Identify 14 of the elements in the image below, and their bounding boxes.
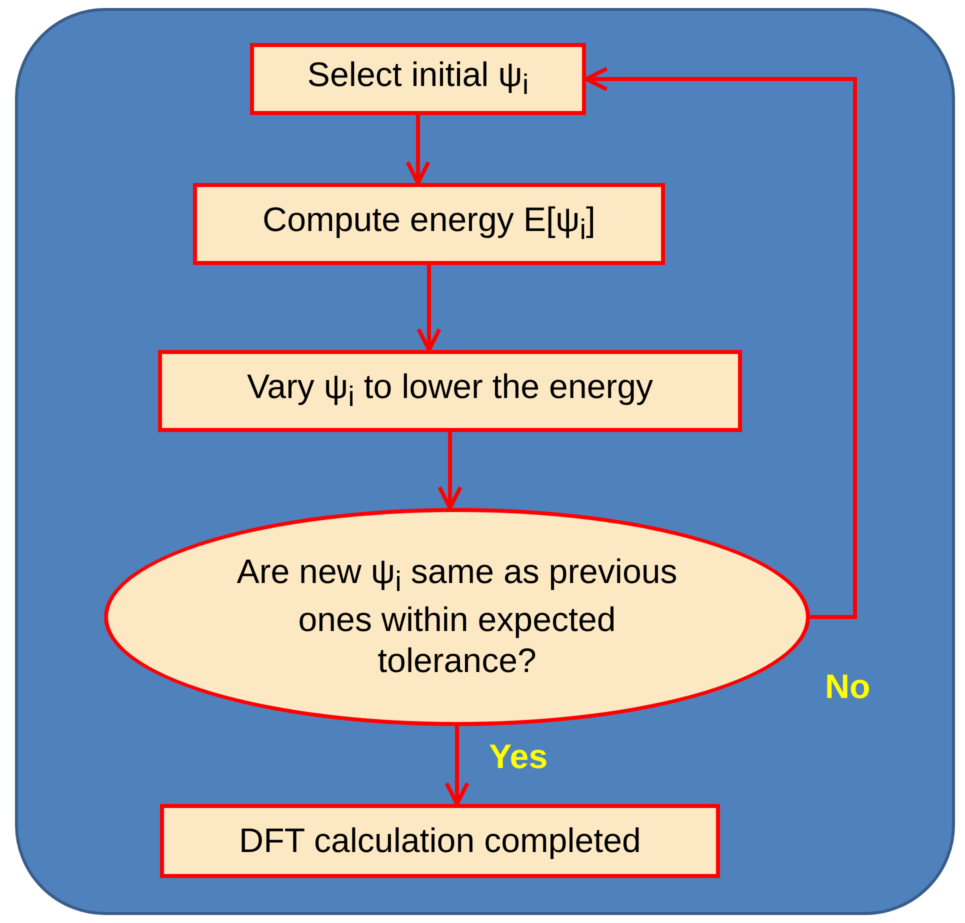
process-box <box>158 350 742 432</box>
arrow <box>444 726 470 806</box>
node-text: DFT calculation completed <box>239 820 641 862</box>
process-box <box>250 43 586 115</box>
node-text: Compute energy E[ψ$_{i}$] <box>262 200 596 248</box>
arrow <box>438 432 462 510</box>
node-text: Are new ψ$_{i}$ same as previous ones within expected tolerance? <box>236 552 678 682</box>
process-box <box>193 183 665 265</box>
node-text: Vary ψ$_{i}$ to lower the energy <box>247 367 653 415</box>
process-box <box>160 804 720 878</box>
node-text: Select initial ψ$_{i}$ <box>307 55 529 103</box>
arrow <box>416 265 442 352</box>
arrow <box>584 66 857 619</box>
arrow <box>406 115 430 185</box>
